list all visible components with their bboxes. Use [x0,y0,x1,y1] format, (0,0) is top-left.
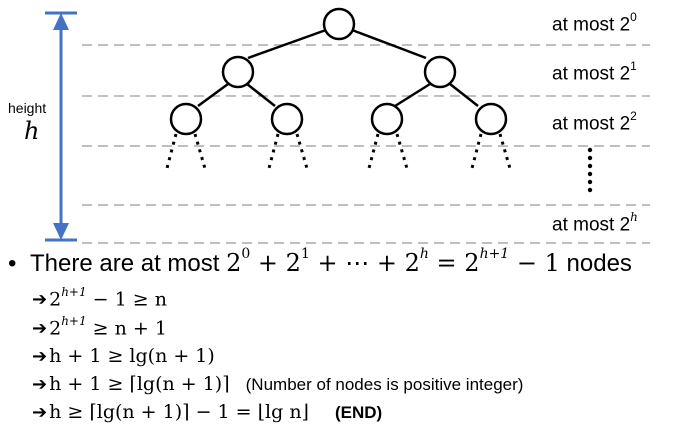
implies-arrow-icon: ➔ [32,289,48,311]
tree-nodes [169,7,508,136]
implies-arrow-icon: ➔ [32,346,48,367]
node-l1-left [221,55,255,89]
step-4: ➔h + 1 ≥ ⌈lg(n + 1)⌉(Number of nodes is … [32,373,524,395]
vertical-ellipsis [587,147,593,193]
level-label-h: at most 2h [552,210,638,236]
subtree-dots [164,133,513,173]
implies-arrow-icon: ➔ [32,374,48,395]
node-l2-2 [270,102,304,136]
node-root [322,7,356,41]
level-label-2: at most 22 [552,109,637,135]
step-3: ➔h + 1 ≥ lg(n + 1) [32,345,215,367]
implies-arrow-icon: ➔ [32,318,48,340]
height-symbol: h [24,117,40,145]
step-2: ➔2h+1 ≥ n + 1 [32,314,167,340]
implies-arrow-icon: ➔ [32,402,48,423]
tree-edges [197,28,479,108]
bullet-marker: • [8,250,17,277]
bullet-statement: •There are at most 20 + 21 + ⋯ + 2h = 2h… [8,246,632,277]
height-label: height [8,100,47,116]
level-label-0: at most 20 [552,10,637,36]
end-marker: (END) [334,403,383,422]
step-5: ➔h ≥ ⌈lg(n + 1)⌉ − 1 = ⌊lg n⌋(END) [32,401,383,423]
step-1: ➔2h+1 − 1 ≥ n [32,285,167,311]
step-note: (Number of nodes is positive integer) [245,375,524,394]
height-arrow [45,11,77,242]
node-l2-4 [474,102,508,136]
level-label-1: at most 21 [552,59,637,85]
level-lines [82,44,650,244]
node-l2-3 [370,102,404,136]
node-l1-right [423,55,457,89]
node-l2-1 [169,102,203,136]
